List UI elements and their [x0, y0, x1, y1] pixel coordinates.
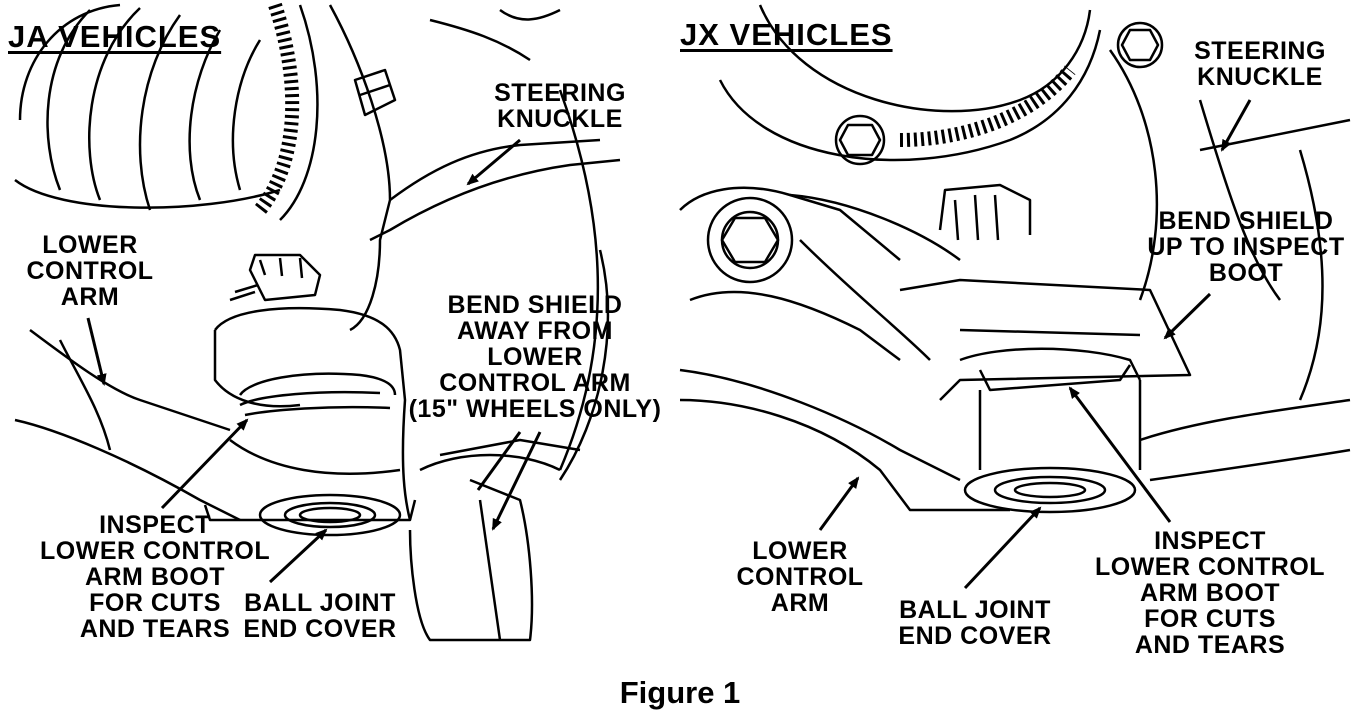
ja-ball-joint-label: BALL JOINT END COVER [243, 589, 397, 643]
arrow-ja-inspect-boot [160, 418, 249, 510]
arrow-jx-bend-shield [1163, 292, 1212, 340]
arrow-ja-bend-shield-1 [491, 431, 542, 531]
jx-steering-knuckle-label: STEERING KNUCKLE [1194, 37, 1326, 91]
arrow-jx-lower-control-arm [818, 476, 860, 531]
ja-drawing [14, 2, 621, 642]
jx-drawing [679, 4, 1351, 514]
ja-inspect-boot-label: INSPECT LOWER CONTROL ARM BOOT FOR CUTS … [40, 511, 271, 643]
arrow-ja-lower-control-arm [86, 317, 107, 386]
arrow-ja-ball-joint [268, 528, 328, 584]
leader-arrows [86, 99, 1252, 590]
arrow-ja-bend-shield-2 [476, 431, 522, 491]
arrow-jx-ball-joint [963, 506, 1042, 590]
ja-vehicles-title: JA VEHICLES [8, 19, 222, 54]
jx-vehicles-title: JX VEHICLES [680, 17, 893, 52]
jx-inspect-boot-label: INSPECT LOWER CONTROL ARM BOOT FOR CUTS … [1094, 527, 1326, 659]
jx-ball-joint-label: BALL JOINT END COVER [898, 596, 1052, 650]
figure-caption: Figure 1 [619, 675, 741, 710]
arrow-ja-steering-knuckle [466, 138, 521, 186]
ja-steering-knuckle-label: STEERING KNUCKLE [494, 79, 626, 133]
ja-lower-control-arm-label: LOWER CONTROL ARM [26, 231, 154, 311]
ja-bend-shield-label: BEND SHIELD AWAY FROM LOWER CONTROL ARM … [408, 291, 662, 423]
arrow-jx-steering-knuckle [1220, 99, 1252, 152]
jx-lower-control-arm-label: LOWER CONTROL ARM [736, 537, 864, 617]
jx-bend-shield-label: BEND SHIELD UP TO INSPECT BOOT [1147, 207, 1345, 287]
arrow-jx-inspect-boot [1068, 386, 1172, 523]
